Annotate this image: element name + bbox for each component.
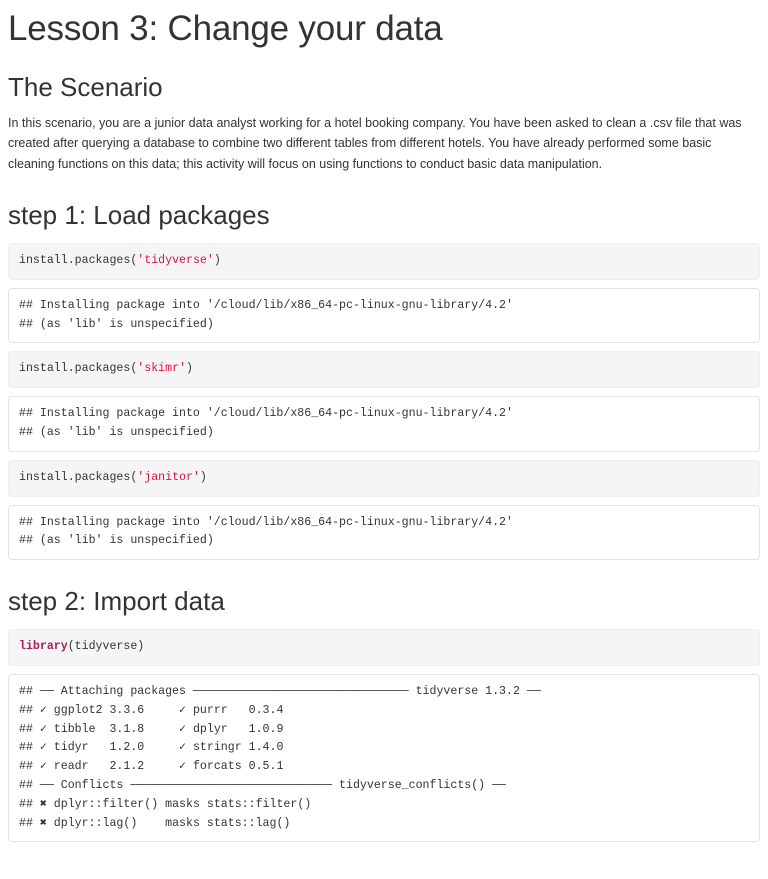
step-2-heading: step 2: Import data bbox=[8, 586, 225, 617]
output-install-janitor: ## Installing package into '/cloud/lib/x… bbox=[8, 504, 760, 561]
output-install-skimr: ## Installing package into '/cloud/lib/x… bbox=[8, 396, 760, 452]
code-keyword: library bbox=[19, 640, 68, 654]
code-chunk-install-tidyverse[interactable]: install.packages('tidyverse') bbox=[8, 243, 760, 280]
code-chunk-install-skimr[interactable]: install.packages('skimr') bbox=[8, 351, 760, 389]
code-call: install.packages( bbox=[19, 470, 138, 484]
code-string: 'janitor' bbox=[137, 470, 200, 484]
code-paren: ) bbox=[213, 254, 221, 268]
output-install-tidyverse: ## Installing package into '/cloud/lib/x… bbox=[8, 287, 760, 344]
code-string: 'tidyverse' bbox=[137, 254, 214, 268]
code-call: install.packages( bbox=[19, 254, 138, 268]
step-1-heading: step 1: Load packages bbox=[8, 199, 270, 230]
code-chunk-install-janitor[interactable]: install.packages('janitor') bbox=[8, 459, 760, 497]
scenario-heading: The Scenario bbox=[8, 72, 163, 102]
code-paren: ) bbox=[185, 362, 193, 376]
code-argument: (tidyverse) bbox=[67, 640, 145, 654]
code-paren: ) bbox=[199, 470, 207, 484]
code-call: install.packages( bbox=[19, 362, 138, 376]
code-string: 'skimr' bbox=[137, 362, 186, 376]
scenario-paragraph: In this scenario, you are a junior data … bbox=[8, 116, 742, 171]
document-body: Lesson 3: Change your data The Scenario … bbox=[0, 8, 768, 856]
page-title: Lesson 3: Change your data bbox=[8, 9, 443, 48]
output-tidyverse-attach: ## ── Attaching packages ───────────────… bbox=[8, 674, 760, 843]
code-chunk-library-tidyverse[interactable]: library(tidyverse) bbox=[8, 629, 760, 667]
